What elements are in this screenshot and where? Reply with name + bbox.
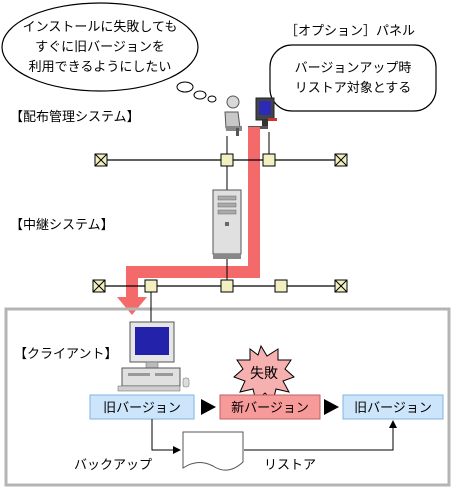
flow-arrow xyxy=(117,127,260,315)
document-icon xyxy=(182,431,244,471)
terminator-node xyxy=(94,153,108,167)
bubble-line-3: 利用できるようにしたい xyxy=(29,60,172,75)
network-node xyxy=(274,279,288,293)
option-panel-box: バージョンアップ時 リストア対象とする xyxy=(269,44,437,112)
network-node xyxy=(262,153,276,167)
old-version-left-label: 旧バージョン xyxy=(103,401,181,416)
new-version-label: 新バージョン xyxy=(231,400,309,416)
new-version-box: 新バージョン xyxy=(219,394,321,420)
old-version-right-label: 旧バージョン xyxy=(354,401,432,416)
client-pc-icon xyxy=(117,321,190,392)
terminator-node xyxy=(334,279,348,293)
network-node xyxy=(144,279,158,293)
server-tower-icon xyxy=(212,189,242,259)
client-frame xyxy=(4,307,451,487)
terminator-node xyxy=(92,279,106,293)
network-node xyxy=(220,279,234,293)
option-panel-line-1: バージョンアップ時 xyxy=(295,61,412,76)
restore-label: リストア xyxy=(264,458,316,473)
failure-label: 失敗 xyxy=(250,366,278,382)
section-client-label: 【クライアント】 xyxy=(14,347,117,362)
option-panel-title: ［オプション］パネル xyxy=(285,24,415,39)
terminator-node xyxy=(334,153,348,167)
section-distribution-label: 【配布管理システム】 xyxy=(10,110,140,125)
old-version-box-right: 旧バージョン xyxy=(342,394,444,420)
network-node xyxy=(220,153,234,167)
failure-starburst-icon: 失敗 xyxy=(233,344,295,402)
backup-connector xyxy=(151,419,181,454)
bubble-line-2: すぐに旧バージョンを xyxy=(35,40,165,55)
restore-connector xyxy=(244,420,397,451)
bubble-line-1: インストールに失敗しても xyxy=(23,20,178,35)
section-relay-label: 【中継システム】 xyxy=(10,218,114,233)
arrow-to-old-version xyxy=(324,399,339,415)
backup-label: バックアップ xyxy=(74,458,152,473)
thought-bubble: インストールに失敗しても すぐに旧バージョンを 利用できるようにしたい xyxy=(1,2,217,103)
old-version-box-left: 旧バージョン xyxy=(89,394,195,420)
user-at-pc-icon xyxy=(224,95,277,136)
option-panel-line-2: リストア対象とする xyxy=(295,81,412,96)
arrow-to-new-version xyxy=(201,399,216,415)
client-network xyxy=(92,279,348,293)
distribution-network xyxy=(94,132,348,167)
